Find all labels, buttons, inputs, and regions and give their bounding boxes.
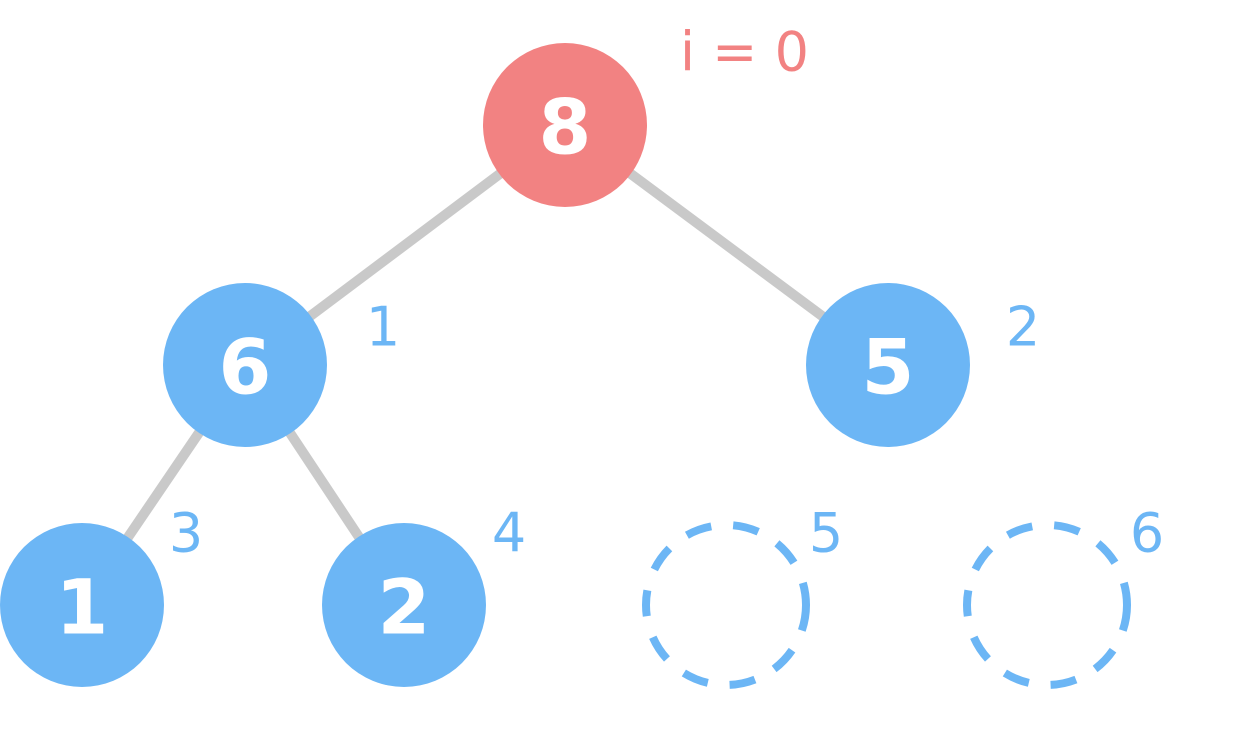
tree-empty-slot-6[interactable] xyxy=(963,521,1131,689)
node-index-label-2: 2 xyxy=(1006,296,1040,359)
node-index-label-4: 4 xyxy=(492,502,526,565)
tree-empty-slot-5[interactable] xyxy=(642,521,810,689)
empty-slot-circle-5[interactable] xyxy=(642,521,810,689)
node-index-label-1: 1 xyxy=(366,296,400,359)
node-circle-2[interactable] xyxy=(806,283,970,447)
node-index-label-3: 3 xyxy=(169,502,203,565)
tree-nodes-layer: 8 6 5 1 2 xyxy=(0,43,1131,689)
pointer-label-i: i = 0 xyxy=(680,21,809,84)
node-circle-4[interactable] xyxy=(322,523,486,687)
node-index-label-6: 6 xyxy=(1130,502,1164,565)
tree-node-0[interactable]: 8 xyxy=(483,43,647,207)
tree-node-1[interactable]: 6 xyxy=(163,283,327,447)
node-value-1: 6 xyxy=(219,323,272,412)
tree-node-2[interactable]: 5 xyxy=(806,283,970,447)
empty-slot-circle-6[interactable] xyxy=(963,521,1131,689)
tree-node-4[interactable]: 2 xyxy=(322,523,486,687)
node-value-0: 8 xyxy=(539,83,592,172)
node-circle-3[interactable] xyxy=(0,523,164,687)
node-circle-1[interactable] xyxy=(163,283,327,447)
node-value-2: 5 xyxy=(862,323,915,412)
tree-index-labels-layer: 1 2 3 4 5 6 xyxy=(169,296,1164,565)
tree-node-3[interactable]: 1 xyxy=(0,523,164,687)
node-value-3: 1 xyxy=(56,563,109,652)
node-value-4: 2 xyxy=(378,563,431,652)
node-circle-0[interactable] xyxy=(483,43,647,207)
node-index-label-5: 5 xyxy=(809,502,843,565)
